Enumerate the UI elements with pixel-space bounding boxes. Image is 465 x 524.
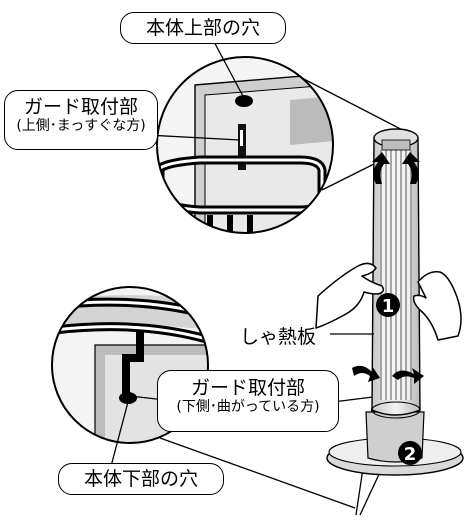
lower-guard-title: ガード取付部	[190, 377, 305, 399]
hand-right-icon	[412, 270, 462, 341]
fan-grille	[380, 150, 412, 400]
top-hole-callout: 本体上部の穴	[120, 12, 286, 44]
lower-guard-mount	[122, 330, 144, 394]
bottom-hole	[119, 392, 137, 404]
lift-arrows-icon	[372, 152, 420, 184]
bottom-hole-label: 本体下部の穴	[83, 468, 198, 490]
top-magnifier	[156, 56, 334, 234]
lower-guard-callout: ガード取付部 (下側･曲がっている方)	[157, 370, 339, 432]
step-marker-1: 1	[376, 293, 400, 317]
top-hole-label: 本体上部の穴	[145, 17, 260, 39]
hand-left-icon	[315, 262, 385, 329]
bottom-hole-callout: 本体下部の穴	[58, 463, 224, 495]
svg-text:2: 2	[404, 444, 417, 465]
step-marker-2: 2	[398, 441, 422, 465]
slide-arrows-icon	[352, 365, 424, 384]
upper-guard-title: ガード取付部	[23, 96, 138, 118]
upper-guard-subtitle: (上側･まっすぐな方)	[16, 118, 146, 134]
upper-guard-callout: ガード取付部 (上側･まっすぐな方)	[4, 90, 158, 150]
svg-text:1: 1	[382, 296, 395, 317]
lower-guard-subtitle: (下側･曲がっている方)	[176, 399, 320, 415]
heat-shield-label: しゃ熱板	[240, 326, 317, 348]
upper-guard-mount	[238, 124, 246, 170]
top-hole	[235, 95, 253, 107]
